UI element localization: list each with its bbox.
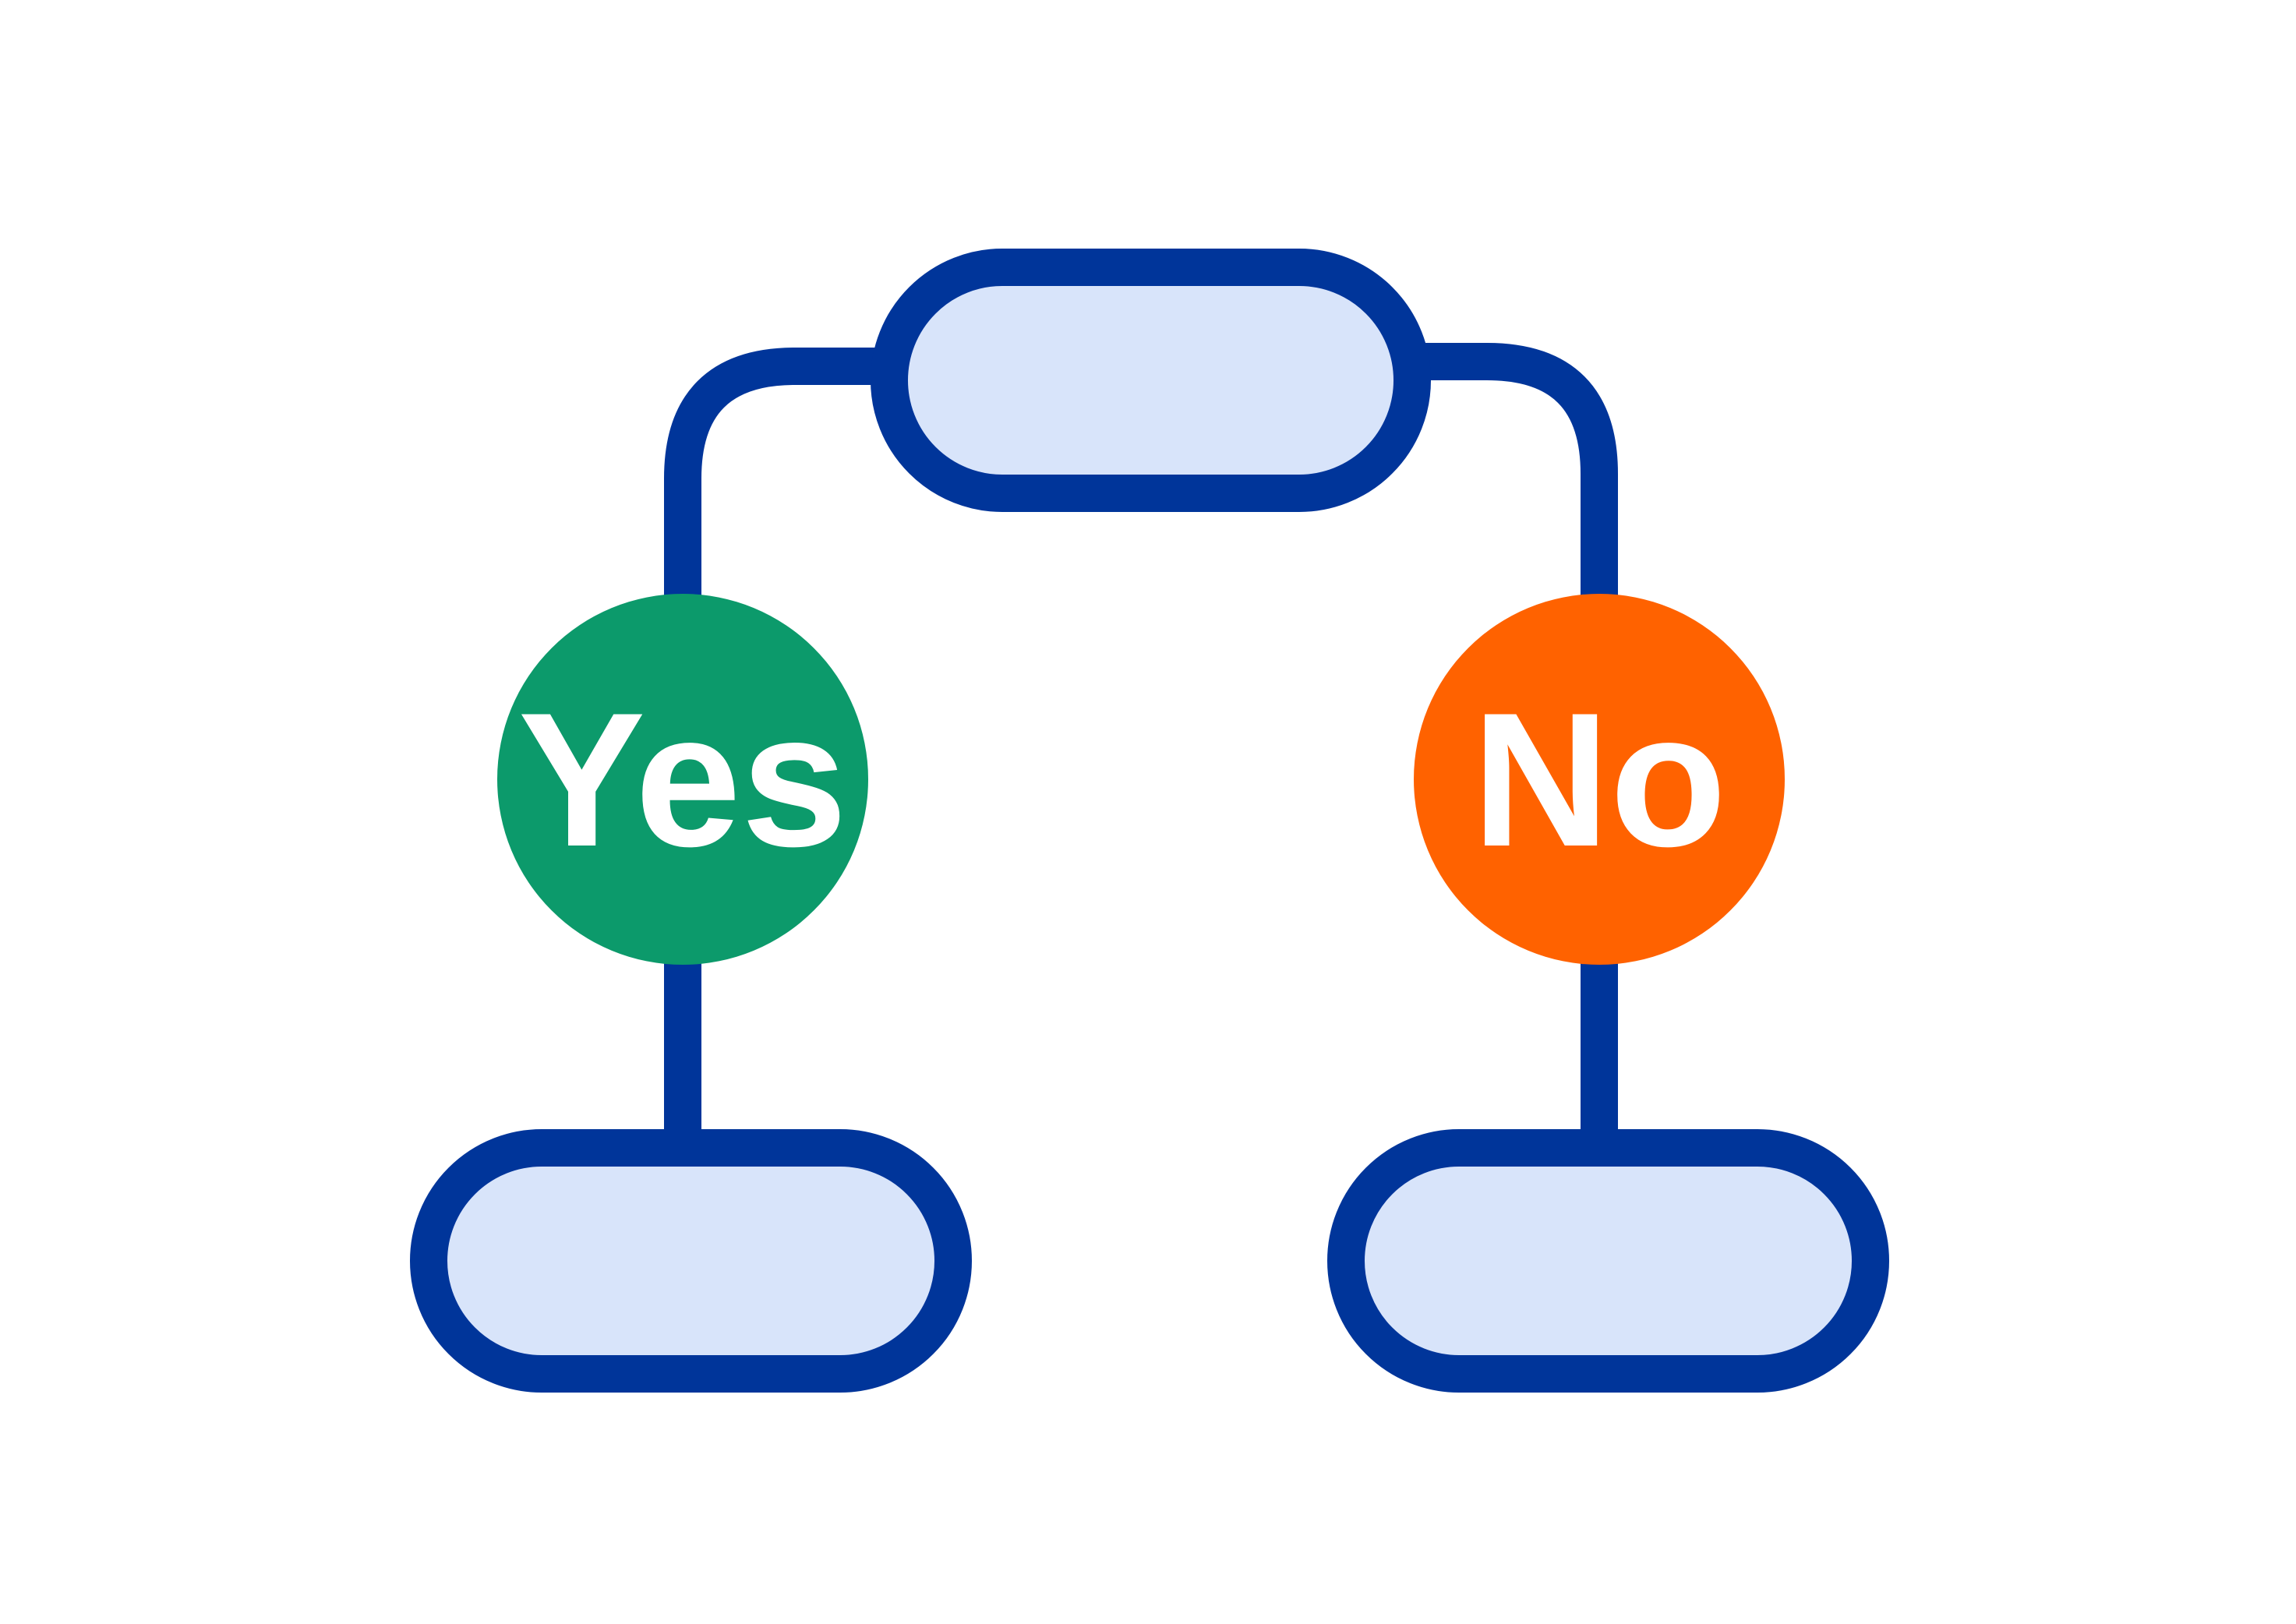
no-decision-label: No — [1472, 673, 1727, 886]
no-decision-circle — [1414, 594, 1785, 965]
connector-top-to-yes — [664, 348, 888, 1138]
yes-outcome-box — [410, 1129, 972, 1393]
no-decision-node: No — [1414, 594, 1785, 965]
no-outcome-box — [1327, 1129, 1889, 1393]
yes-decision-circle — [497, 594, 868, 965]
yes-decision-label: Yes — [518, 673, 847, 886]
yes-decision-node: Yes — [497, 594, 868, 965]
top-process-box — [871, 249, 1431, 512]
connector-top-to-no — [1403, 343, 1618, 1138]
